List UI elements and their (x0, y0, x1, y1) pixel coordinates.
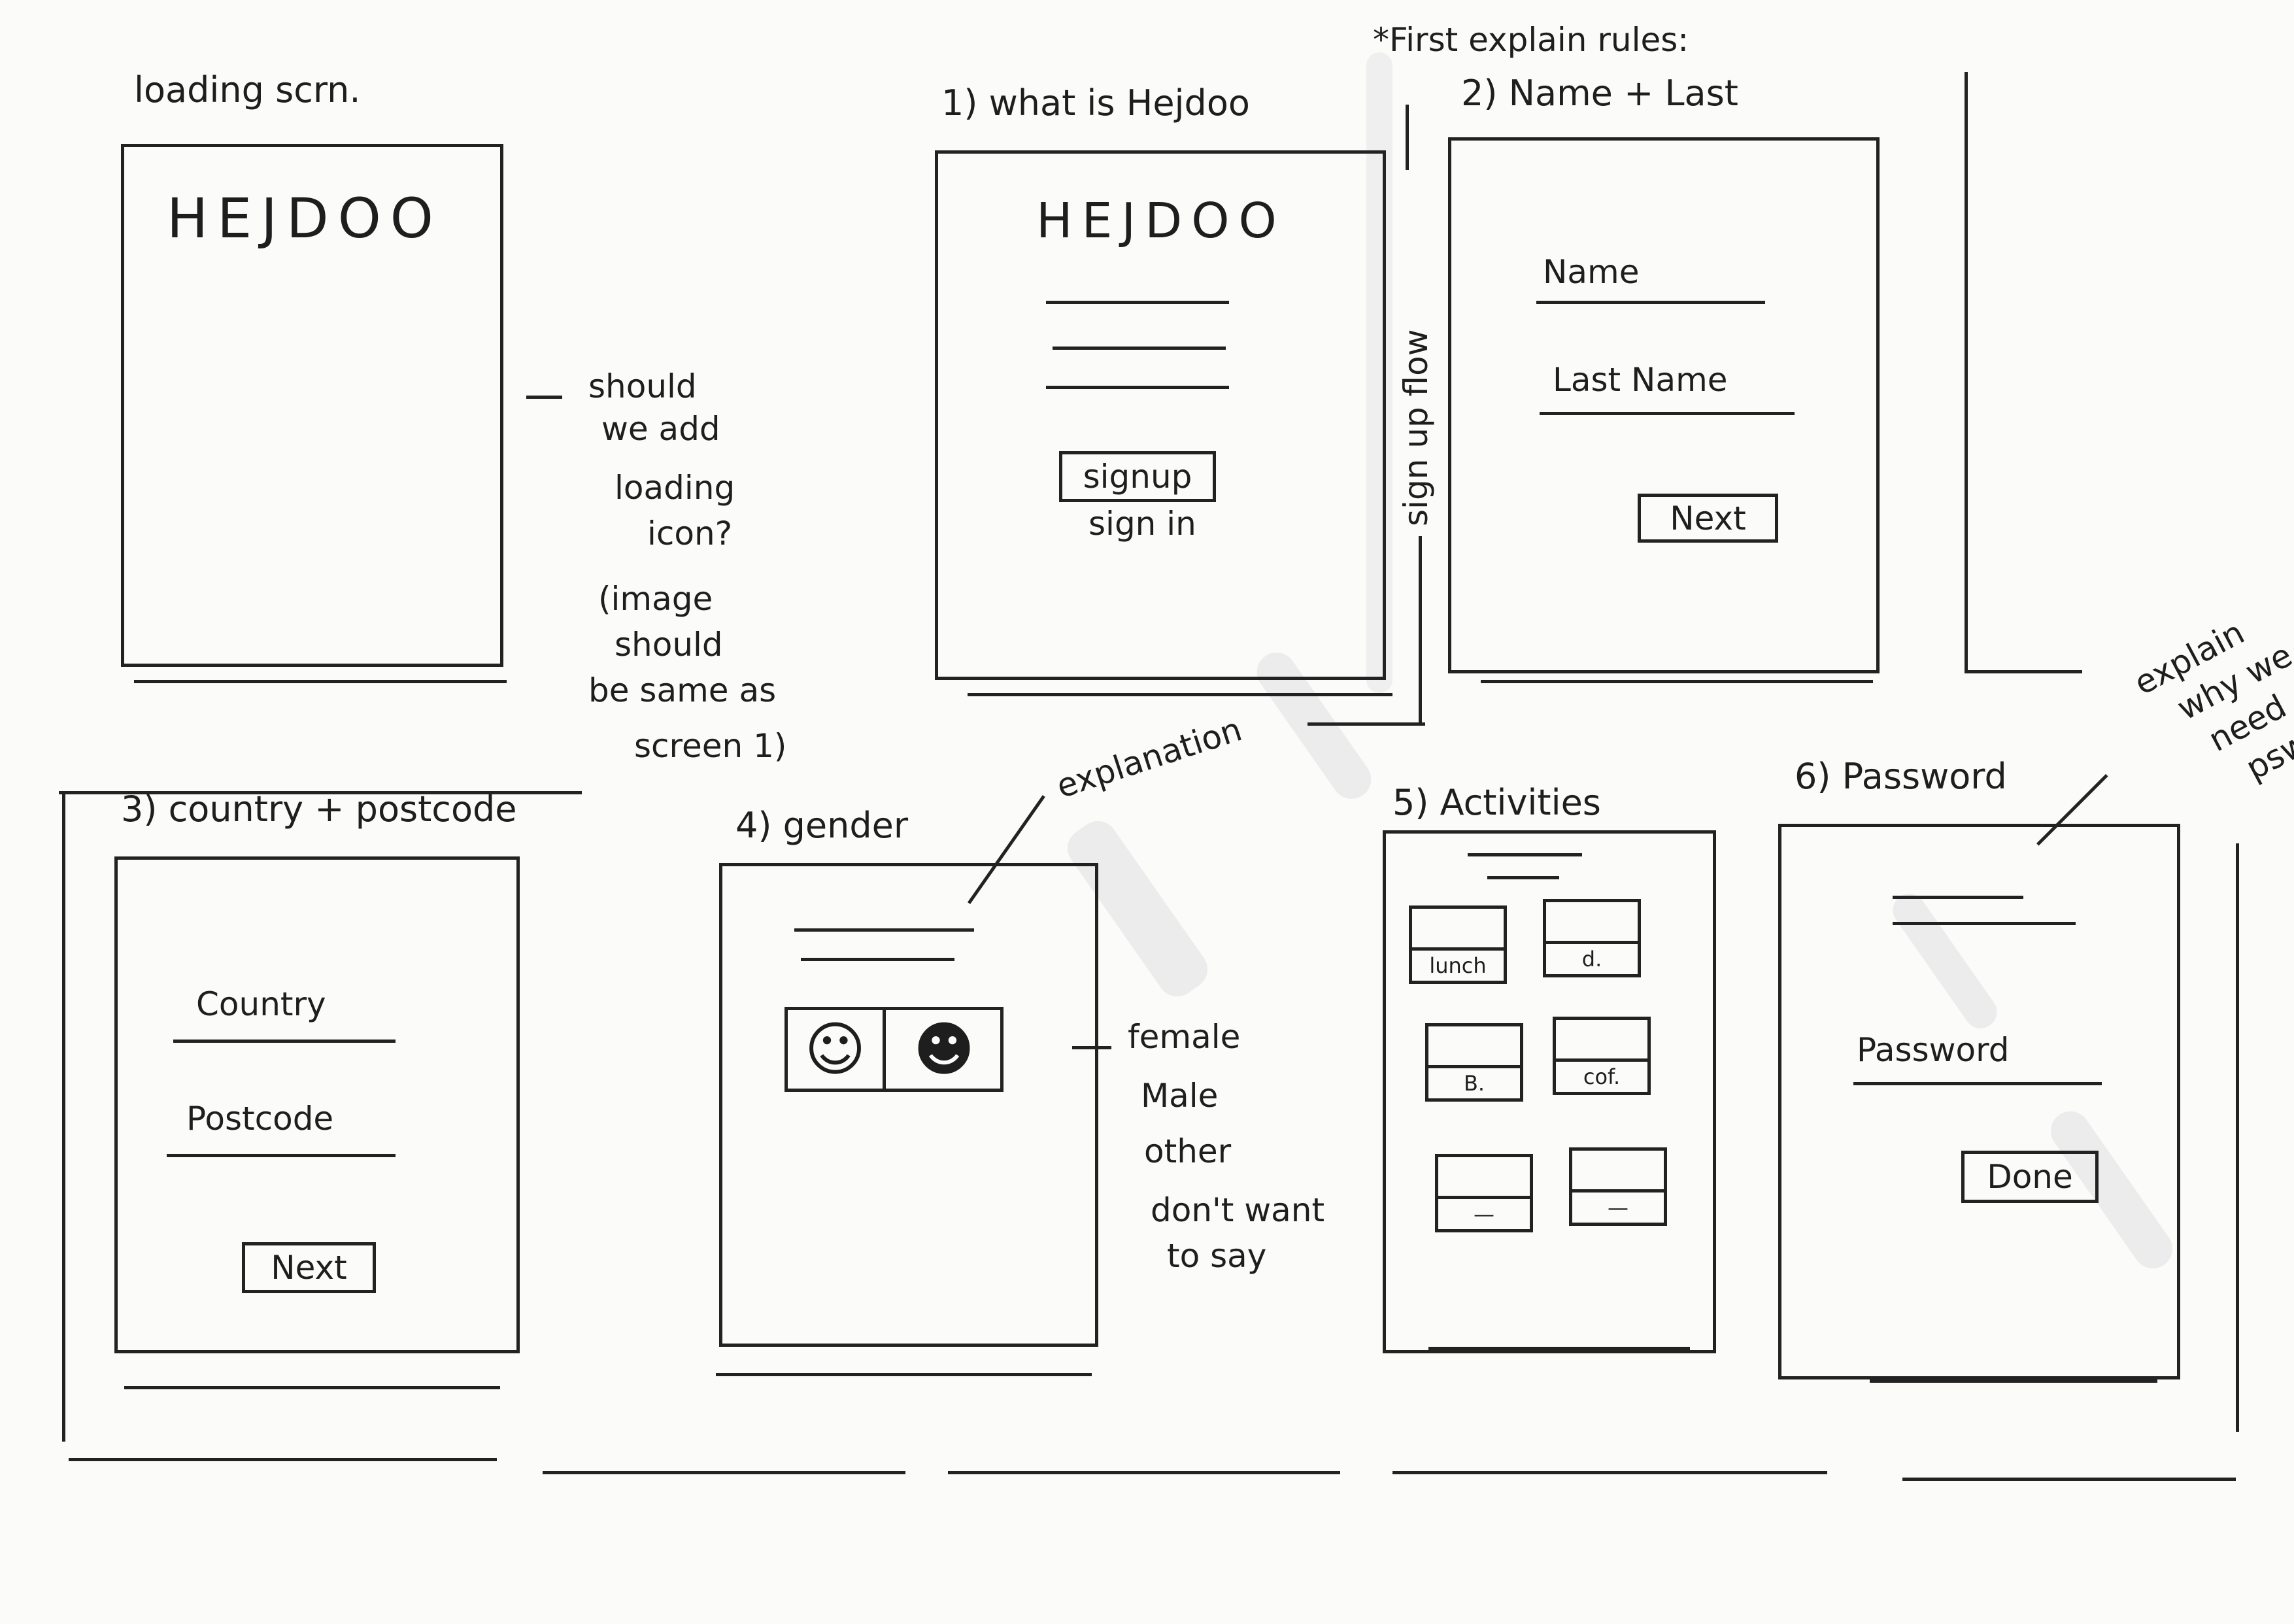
screen4-frame (719, 863, 1098, 1347)
screen5-frame (1383, 830, 1716, 1353)
explanation-note: explanation (1052, 710, 1247, 806)
note-line: should (615, 626, 723, 664)
screen3-outer-edge (62, 794, 65, 1442)
activity-tile[interactable]: lunch (1409, 905, 1507, 984)
done-button[interactable]: Done (1961, 1151, 2099, 1203)
note-line: we add (601, 410, 720, 448)
gender-option: female (1128, 1018, 1241, 1056)
screen5-title-line (1487, 876, 1559, 879)
background-smudge (1366, 52, 1392, 693)
screen4-outer-base (543, 1471, 905, 1474)
annotation-connector (526, 396, 562, 399)
note-line: be same as (588, 671, 777, 709)
postcode-input[interactable] (167, 1154, 396, 1157)
screen2-next-button[interactable]: Next (1638, 494, 1778, 543)
gender-option: Male (1141, 1077, 1219, 1115)
screen1-label: 1) what is Hejdoo (941, 82, 1250, 124)
activity-tile-label: — (1438, 1195, 1530, 1229)
note-line: loading (615, 469, 735, 507)
postcode-field-label: Postcode (186, 1100, 334, 1138)
screen3-next-button[interactable]: Next (242, 1242, 376, 1293)
activity-tile[interactable]: — (1435, 1154, 1533, 1232)
screen1-text-line (1046, 301, 1229, 304)
activity-tile[interactable]: B. (1425, 1023, 1523, 1102)
screen2-base (1481, 680, 1873, 683)
last-name-input[interactable] (1540, 412, 1795, 415)
screen4-text-line (801, 958, 954, 961)
note-line: screen 1) (634, 727, 787, 765)
screen1-logo: HEJDOO (1036, 193, 1286, 249)
screen3-label: 3) country + postcode (121, 788, 517, 830)
screen5-base (1428, 1347, 1690, 1350)
screen5-label: 5) Activities (1392, 782, 1601, 823)
screen6-label: 6) Password (1795, 756, 2007, 797)
screen6-frame (1778, 824, 2180, 1379)
screen6-base (1870, 1379, 2157, 1383)
first-explain-rules-note: *First explain rules: (1373, 21, 1689, 59)
country-input[interactable] (173, 1040, 396, 1043)
stray-frame-edge (1968, 670, 2082, 673)
flow-divider (1406, 105, 1409, 170)
screen5-title-line (1468, 853, 1582, 856)
password-input[interactable] (1853, 1082, 2102, 1085)
screen3-base (124, 1386, 500, 1389)
screen6-text-line (1893, 922, 2076, 925)
loading-screen-label: loading scrn. (134, 69, 361, 110)
activity-tile[interactable]: d. (1543, 899, 1641, 977)
screen5-outer-base (1392, 1471, 1827, 1474)
loading-logo: HEJDOO (167, 186, 443, 250)
note-line: should (588, 367, 697, 405)
activity-tile-label: — (1572, 1189, 1664, 1223)
screen4-base (716, 1373, 1092, 1376)
name-input[interactable] (1536, 301, 1765, 304)
gender-options-box (784, 1007, 1004, 1092)
password-field-label: Password (1857, 1031, 2010, 1069)
flow-divider (1419, 536, 1422, 726)
activity-tile-label: cof. (1556, 1058, 1647, 1092)
screen2-frame (1448, 137, 1880, 673)
activity-tile-label: d. (1546, 940, 1638, 974)
screen1-text-line (1053, 347, 1226, 350)
gender-option: don't want (1151, 1191, 1325, 1229)
screen6-outer-edge (2236, 843, 2239, 1432)
screen2-label: 2) Name + Last (1461, 73, 1738, 114)
male-face-icon[interactable]: ☺ (804, 1015, 866, 1084)
flow-divider-foot (1307, 722, 1425, 726)
screen4-label: 4) gender (735, 805, 909, 846)
screen1-text-line (1046, 386, 1229, 389)
gender-options-divider (883, 1007, 886, 1092)
last-name-field-label: Last Name (1553, 361, 1728, 399)
explain-password-note: explain why we need pswd. (2105, 574, 2294, 827)
screen3-frame (114, 856, 520, 1353)
screen6-outer-base (1902, 1478, 2236, 1481)
screen1-base (968, 693, 1392, 696)
note-line: (image (598, 580, 713, 618)
screen4-5-gap-base (948, 1471, 1340, 1474)
screen1-frame (935, 150, 1386, 680)
activity-tile-label: lunch (1412, 947, 1504, 981)
female-face-icon[interactable]: ☻ (913, 1015, 975, 1084)
screen6-text-line (1893, 896, 2023, 899)
name-field-label: Name (1543, 253, 1640, 291)
gender-option: to say (1167, 1237, 1267, 1275)
activity-tile-label: B. (1428, 1064, 1520, 1098)
loading-screen-base (134, 680, 507, 683)
gender-option: other (1144, 1132, 1232, 1170)
screen3-outer-top (59, 791, 582, 794)
stray-frame-edge (1965, 72, 1968, 673)
signin-link[interactable]: sign in (1088, 505, 1196, 543)
gender-options-connector (1072, 1046, 1111, 1049)
sign-up-flow-note: sign up flow (1397, 329, 1435, 526)
screen4-text-line (794, 928, 974, 932)
note-line: icon? (647, 515, 733, 552)
activity-tile[interactable]: cof. (1553, 1017, 1651, 1095)
loading-screen-frame (121, 144, 503, 667)
country-field-label: Country (196, 985, 326, 1023)
activity-tile[interactable]: — (1569, 1147, 1667, 1226)
screen3-outer-base (69, 1458, 497, 1461)
signup-button[interactable]: signup (1059, 451, 1216, 502)
